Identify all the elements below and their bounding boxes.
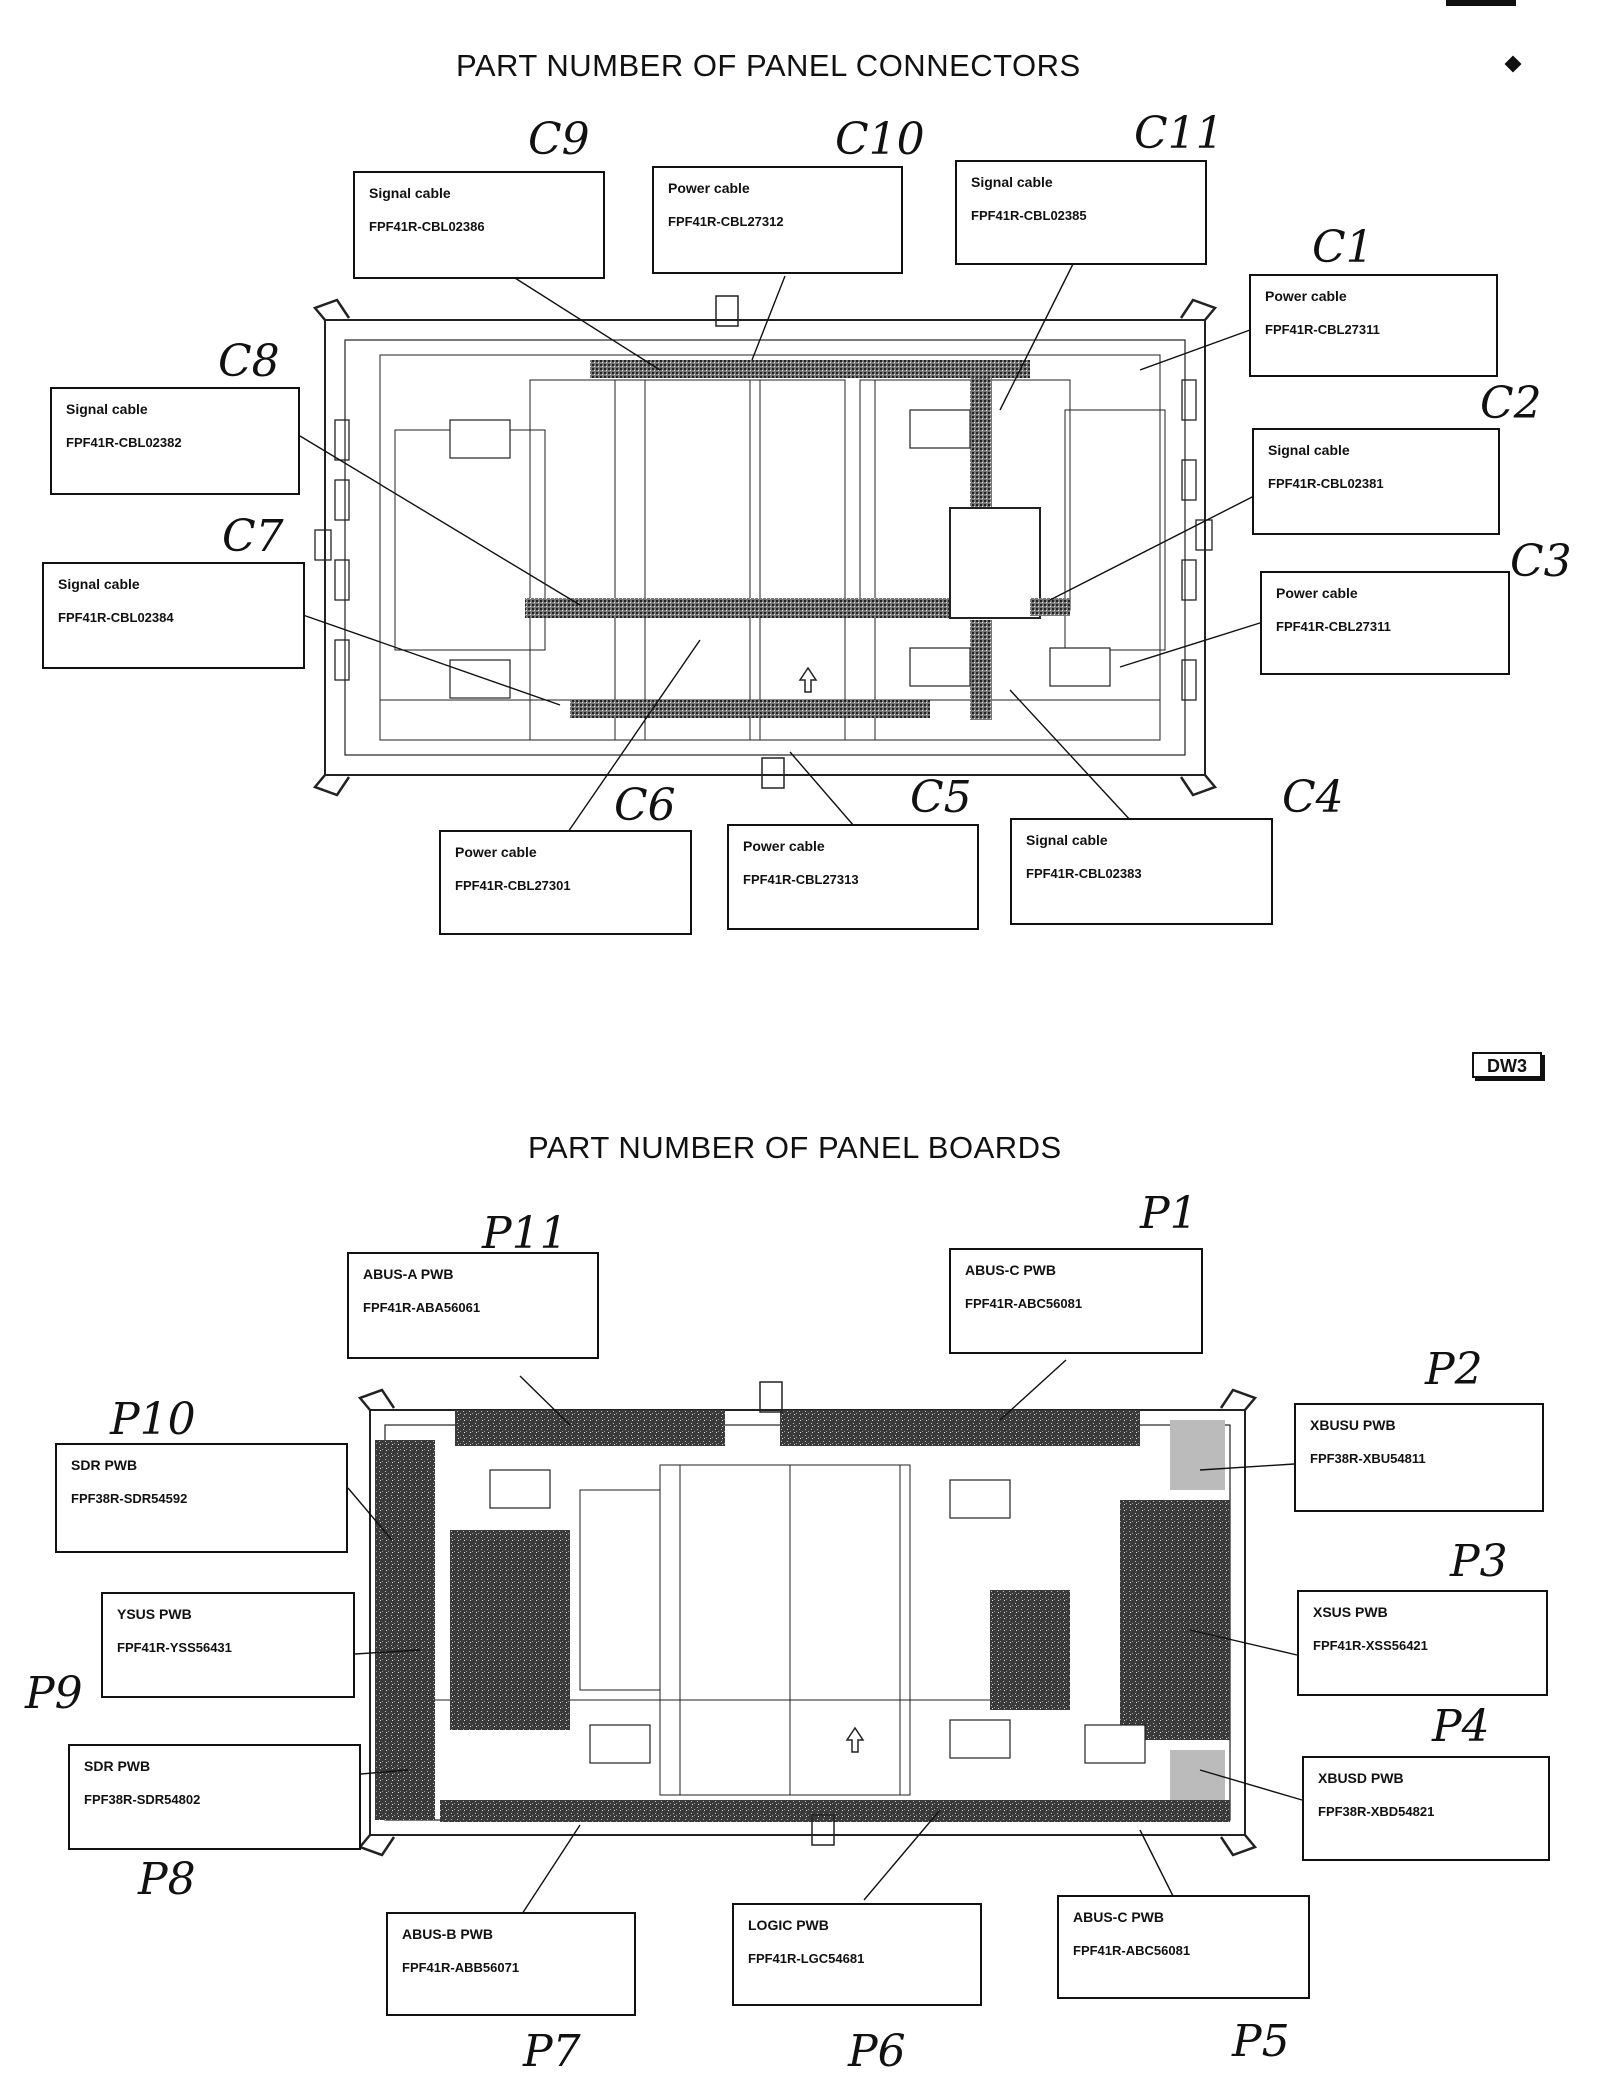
part-number: FPF41R-CBL02385 (971, 208, 1087, 223)
corner-mark (1446, 0, 1516, 6)
cable-type: Signal cable (369, 185, 451, 201)
cable-type: Power cable (1276, 585, 1358, 601)
cable-type: Signal cable (58, 576, 140, 592)
board-label-p9: YSUS PWB FPF41R-YSS56431 (101, 1592, 355, 1698)
part-number: FPF38R-SDR54802 (84, 1792, 201, 1807)
connector-label-c4: Signal cable FPF41R-CBL02383 (1010, 818, 1273, 925)
part-number: FPF41R-ABC56081 (1073, 1943, 1191, 1958)
callout-p11: P11 (482, 1208, 568, 1259)
cable-type: Signal cable (1268, 442, 1350, 458)
callout-p10: P10 (110, 1394, 196, 1445)
callout-c3: C3 (1510, 536, 1572, 587)
callout-p4: P4 (1432, 1701, 1490, 1752)
connectors-title: PART NUMBER OF PANEL CONNECTORS (456, 48, 1081, 83)
board-type: XBUSD PWB (1318, 1770, 1404, 1786)
callout-p8: P8 (138, 1854, 196, 1905)
part-number: FPF41R-LGC54681 (748, 1951, 865, 1966)
part-number: FPF38R-SDR54592 (71, 1491, 188, 1506)
part-number: FPF41R-CBL27301 (455, 878, 571, 893)
connector-leader-lines (299, 261, 1264, 833)
callout-p6: P6 (848, 2026, 906, 2077)
board-label-p1: ABUS-C PWB FPF41R-ABC56081 (949, 1248, 1203, 1354)
callout-p9: P9 (25, 1668, 83, 1719)
part-number: FPF41R-YSS56431 (117, 1640, 232, 1655)
board-type: SDR PWB (84, 1758, 151, 1774)
part-number: FPF41R-CBL27311 (1276, 619, 1391, 634)
cable-type: Signal cable (971, 174, 1053, 190)
page-tag: DW3 (1472, 1052, 1542, 1078)
board-label-p6: LOGIC PWB FPF41R-LGC54681 (732, 1903, 982, 2006)
board-panel-drawing (357, 1381, 1258, 1857)
cable-type: Signal cable (1026, 832, 1108, 848)
callout-c5: C5 (910, 772, 972, 823)
board-type: XSUS PWB (1313, 1604, 1388, 1620)
connector-label-c9: Signal cable FPF41R-CBL02386 (353, 171, 605, 279)
callout-p7: P7 (523, 2026, 581, 2077)
part-number: FPF41R-XSS56421 (1313, 1638, 1428, 1653)
part-number: FPF41R-CBL27311 (1265, 322, 1380, 337)
connector-label-c1: Power cable FPF41R-CBL27311 (1249, 274, 1498, 377)
part-number: FPF41R-CBL27313 (743, 872, 859, 887)
board-type: YSUS PWB (117, 1606, 192, 1622)
connector-label-c10: Power cable FPF41R-CBL27312 (652, 166, 903, 274)
callout-c10: C10 (835, 114, 925, 165)
callout-p1: P1 (1140, 1188, 1198, 1239)
part-number: FPF41R-CBL02386 (369, 219, 485, 234)
connector-panel-drawing (312, 295, 1218, 797)
connector-label-c3: Power cable FPF41R-CBL27311 (1260, 571, 1510, 675)
part-number: FPF41R-CBL02382 (66, 435, 182, 450)
cable-type: Power cable (1265, 288, 1347, 304)
cable-type: Power cable (455, 844, 537, 860)
part-number: FPF41R-ABC56081 (965, 1296, 1083, 1311)
connector-label-c5: Power cable FPF41R-CBL27313 (727, 824, 979, 930)
callout-c11: C11 (1134, 108, 1224, 159)
part-number: FPF38R-XBU54811 (1310, 1451, 1426, 1466)
callout-c4: C4 (1282, 772, 1344, 823)
part-number: FPF41R-CBL27312 (668, 214, 784, 229)
callout-p2: P2 (1425, 1344, 1483, 1395)
board-label-p7: ABUS-B PWB FPF41R-ABB56071 (386, 1912, 636, 2016)
board-type: XBUSU PWB (1310, 1417, 1396, 1433)
board-label-p4: XBUSD PWB FPF38R-XBD54821 (1302, 1756, 1550, 1861)
board-label-p8: SDR PWB FPF38R-SDR54802 (68, 1744, 361, 1850)
part-number: FPF41R-ABA56061 (363, 1300, 481, 1315)
callout-c1: C1 (1312, 222, 1374, 273)
board-label-p11: ABUS-A PWB FPF41R-ABA56061 (347, 1252, 599, 1359)
callout-c8: C8 (218, 336, 280, 387)
board-leader-lines (347, 1359, 1303, 1915)
board-label-p10: SDR PWB FPF38R-SDR54592 (55, 1443, 348, 1553)
board-type: ABUS-A PWB (363, 1266, 454, 1282)
connector-label-c6: Power cable FPF41R-CBL27301 (439, 830, 692, 935)
connector-label-c7: Signal cable FPF41R-CBL02384 (42, 562, 305, 669)
part-number: FPF41R-CBL02381 (1268, 476, 1384, 491)
connector-label-c2: Signal cable FPF41R-CBL02381 (1252, 428, 1500, 535)
board-type: ABUS-B PWB (402, 1926, 493, 1942)
cable-type: Power cable (743, 838, 825, 854)
part-number: FPF41R-CBL02383 (1026, 866, 1142, 881)
connector-label-c8: Signal cable FPF41R-CBL02382 (50, 387, 300, 495)
callout-c9: C9 (528, 114, 590, 165)
board-type: ABUS-C PWB (1073, 1909, 1164, 1925)
callout-p5: P5 (1232, 2016, 1290, 2067)
board-label-p3: XSUS PWB FPF41R-XSS56421 (1297, 1590, 1548, 1696)
callout-p3: P3 (1450, 1536, 1508, 1587)
connector-label-c11: Signal cable FPF41R-CBL02385 (955, 160, 1207, 265)
board-type: ABUS-C PWB (965, 1262, 1056, 1278)
board-type: SDR PWB (71, 1457, 138, 1473)
callout-c2: C2 (1480, 378, 1542, 429)
board-label-p2: XBUSU PWB FPF38R-XBU54811 (1294, 1403, 1544, 1512)
board-label-p5: ABUS-C PWB FPF41R-ABC56081 (1057, 1895, 1310, 1999)
part-number: FPF41R-ABB56071 (402, 1960, 520, 1975)
cable-type: Power cable (668, 180, 750, 196)
part-number: FPF41R-CBL02384 (58, 610, 174, 625)
part-number: FPF38R-XBD54821 (1318, 1804, 1435, 1819)
callout-c7: C7 (222, 511, 284, 562)
cable-type: Signal cable (66, 401, 148, 417)
callout-c6: C6 (614, 780, 676, 831)
boards-title: PART NUMBER OF PANEL BOARDS (528, 1130, 1062, 1165)
board-type: LOGIC PWB (748, 1917, 829, 1933)
